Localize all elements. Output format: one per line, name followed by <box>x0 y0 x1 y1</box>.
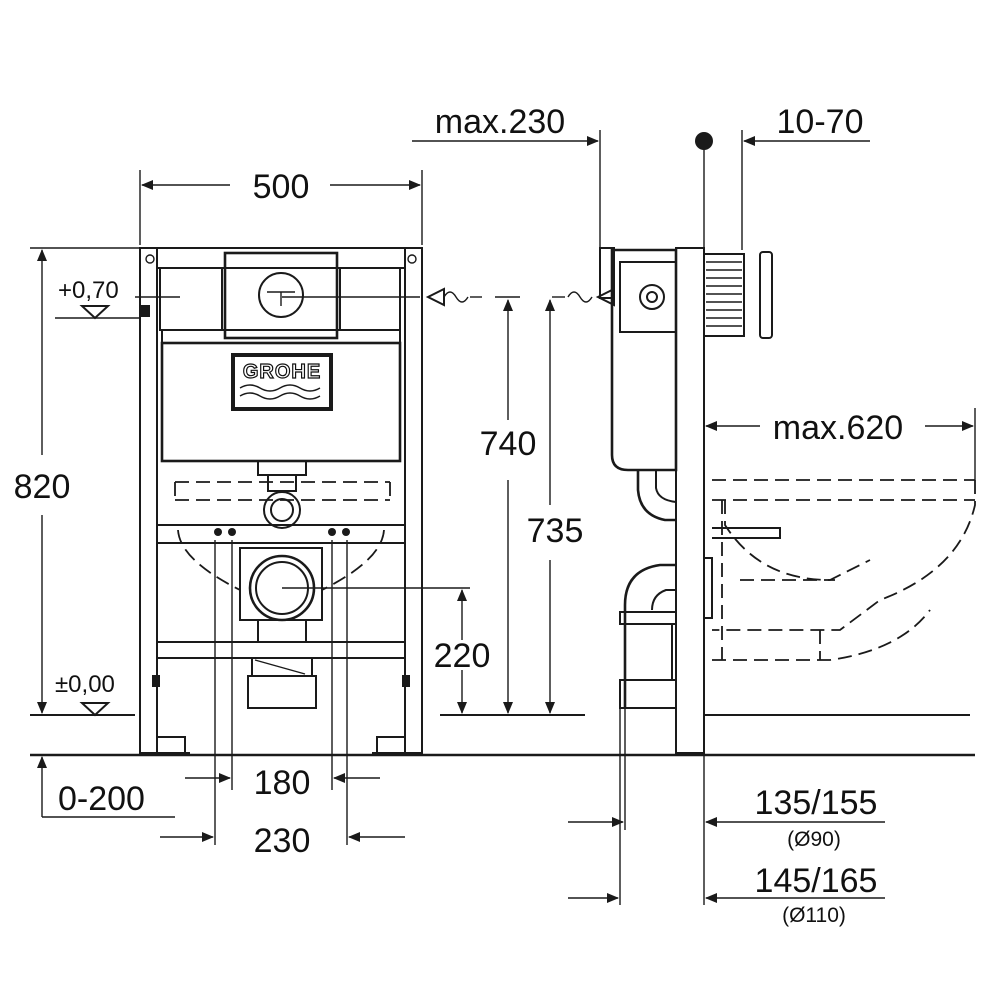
side-valve-housing <box>619 261 677 333</box>
level-marker-left <box>140 305 150 317</box>
supply-hose-left <box>443 291 469 303</box>
flush-connector-outer <box>263 491 301 529</box>
side-cover-plate <box>759 251 773 339</box>
bolt-m3 <box>328 528 336 536</box>
side-waste-bend-inner <box>651 589 676 611</box>
side-waste-bend-outer <box>623 563 676 708</box>
grohe-logo-text: GROHE <box>243 361 321 383</box>
waste-bracket <box>239 547 323 621</box>
bolt-m2 <box>228 528 236 536</box>
dim-max620-label: max.620 <box>773 409 903 447</box>
logo-wave-2 <box>239 392 321 400</box>
waste-pipe-neck <box>257 619 307 643</box>
middle-rail <box>156 524 406 544</box>
waste-pipe-bottom <box>247 675 317 709</box>
wc-side-base <box>712 609 931 661</box>
wc-side-top <box>712 479 975 501</box>
dim-220-label: 220 <box>434 637 491 675</box>
wc-side-verticals <box>721 500 821 660</box>
dim-d110-label: (Ø110) <box>782 904 846 927</box>
wc-dashed-bowl <box>177 529 385 591</box>
flush-pipe <box>267 474 297 492</box>
side-waste-collar-2 <box>619 679 677 709</box>
dim-135-155-label: 135/155 <box>755 784 878 822</box>
wc-side-outer <box>712 480 976 631</box>
cistern-outlet <box>257 460 307 476</box>
left-foot <box>156 736 186 754</box>
flush-connector-inner <box>270 498 294 522</box>
side-view <box>552 130 976 905</box>
dim-d90-label: (Ø90) <box>787 828 841 851</box>
supply-valve-left <box>425 287 445 307</box>
dim-10-70-label: 10-70 <box>777 103 864 141</box>
foot-marker-right <box>402 675 410 687</box>
foot-marker-left <box>152 675 160 687</box>
front-dimensions: 500 820 +0,70 ±0,00 0-200 180 230 220 <box>14 168 584 860</box>
level-000-label: ±0,00 <box>55 671 115 698</box>
wc-seat-bracket <box>712 527 781 539</box>
bolt-m1 <box>214 528 222 536</box>
side-cistern <box>610 248 678 472</box>
dim-145-165-label: 145/165 <box>755 862 878 900</box>
flush-plate-frame <box>223 251 339 340</box>
dim-735-label: 735 <box>527 512 584 550</box>
level-000-triangle <box>79 702 111 717</box>
dim-max230-label: max.230 <box>435 103 565 141</box>
dim-820-label: 820 <box>14 468 71 506</box>
cistern-lid <box>161 329 401 344</box>
dim-0-200-label: 0-200 <box>58 780 145 818</box>
level-070-triangle <box>79 305 111 320</box>
flush-button <box>258 272 304 318</box>
lower-rail <box>156 641 406 659</box>
bolt-tl <box>145 254 155 264</box>
dim-180-label: 180 <box>254 764 311 802</box>
right-foot <box>376 736 406 754</box>
left-bracket <box>159 267 223 331</box>
side-waste-collar-1 <box>619 611 677 625</box>
level-070-label: +0,70 <box>58 277 119 304</box>
front-view: GROHE <box>139 247 470 845</box>
logo-wave-1 <box>239 384 321 392</box>
supply-hose-right <box>567 291 593 303</box>
dim-230-label: 230 <box>254 822 311 860</box>
wall-reference-dot <box>695 132 713 150</box>
side-valve-inner <box>646 291 658 303</box>
supply-valve-right <box>595 287 615 307</box>
wc-side-bowl <box>724 500 871 581</box>
right-bracket <box>339 267 401 331</box>
side-wc-connector <box>703 557 713 619</box>
pipe-hatch <box>254 659 306 675</box>
wc-dashed-outline <box>174 481 391 501</box>
side-flush-bend-inner <box>655 470 677 503</box>
side-valve-outer <box>639 284 665 310</box>
dim-740-label: 740 <box>480 425 537 463</box>
side-inlet-bracket <box>599 247 615 299</box>
side-flush-plate-box <box>703 253 745 337</box>
dim-500-label: 500 <box>253 168 310 206</box>
bolt-m4 <box>342 528 350 536</box>
bolt-tr <box>407 254 417 264</box>
side-flush-hatch <box>706 261 742 327</box>
side-frame-post <box>675 247 705 754</box>
side-dimensions: max.230 10-70 max.620 135/155 (Ø90) 145/… <box>412 103 976 927</box>
side-flush-bend-outer <box>636 470 676 522</box>
